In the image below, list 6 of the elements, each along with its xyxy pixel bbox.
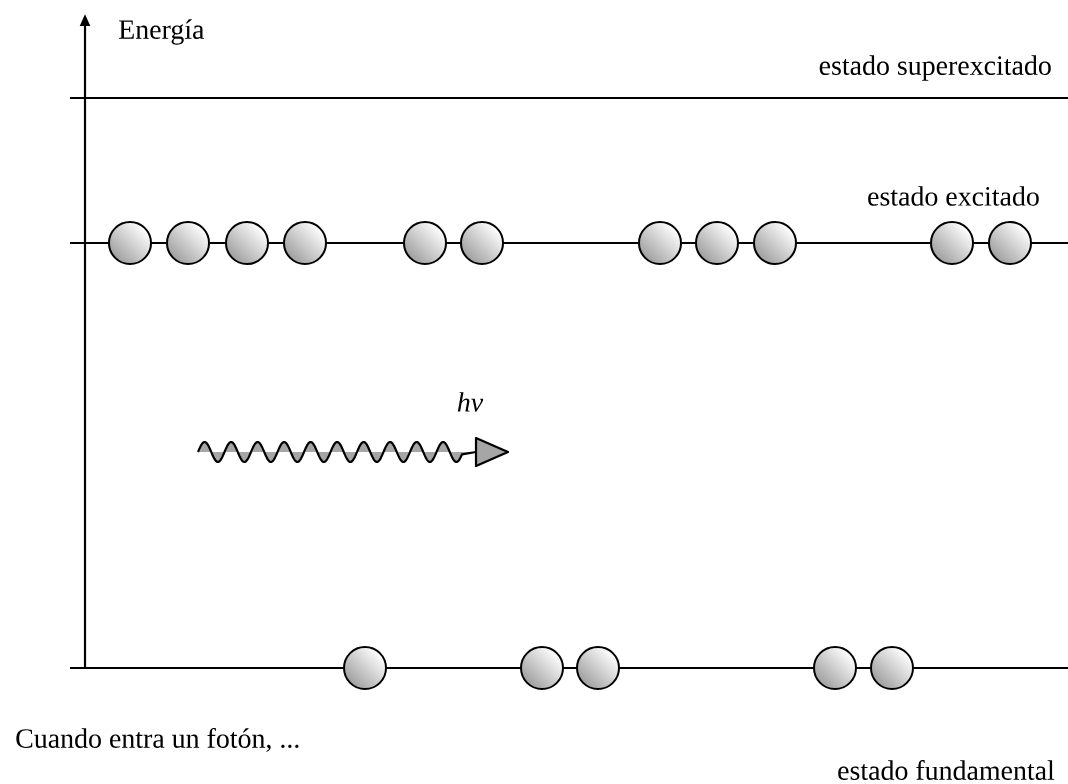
level-label: estado excitado [868, 186, 1039, 206]
level-label: estado superexcitado [819, 55, 1051, 81]
photon-label: hv [457, 392, 484, 412]
level-label: estado fundamental [838, 760, 1055, 780]
axis-label: Energía [119, 19, 205, 45]
caption-text: Cuando entra un fotón, ... [16, 728, 299, 752]
